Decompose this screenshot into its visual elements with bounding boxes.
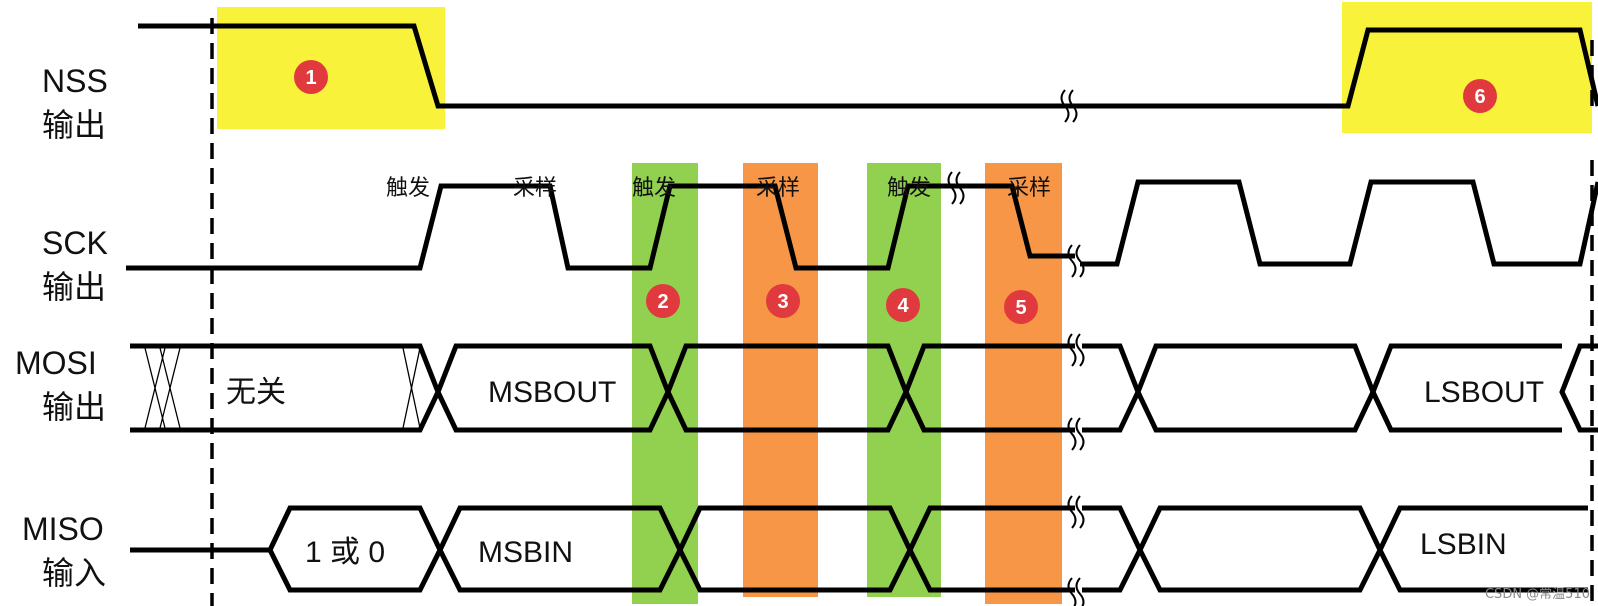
step-marker-number: 6 — [1474, 86, 1485, 108]
sck-waveform — [126, 183, 1075, 271]
step-marker-number: 1 — [305, 67, 316, 89]
step-marker: 5 — [1004, 290, 1038, 324]
dont-care-label: 无关 — [226, 376, 286, 409]
phase-trigger-label: 触发 — [887, 176, 931, 201]
nss-end-highlight — [1342, 2, 1592, 133]
step-marker: 4 — [886, 288, 920, 322]
nss-name-label: NSS — [42, 63, 108, 99]
msb-in-label: MSBIN — [478, 536, 573, 569]
sck-dir-label: 输出 — [42, 269, 106, 305]
miso-name-label: MISO — [22, 511, 104, 547]
step-markers: 1 2 3 4 5 6 — [294, 60, 1497, 324]
step-marker-number: 3 — [777, 291, 788, 313]
step-marker: 2 — [646, 284, 680, 318]
step-marker: 3 — [766, 284, 800, 318]
trigger-band-2 — [867, 163, 941, 597]
mosi-bus — [130, 343, 1598, 433]
break-marks — [947, 89, 1085, 606]
miso-dir-label: 输入 — [42, 555, 106, 591]
phase-trigger-label: 触发 — [386, 176, 430, 201]
step-marker-number: 2 — [657, 291, 668, 313]
watermark: CSDN @常温510 — [1485, 587, 1590, 602]
phase-sample-label: 采样 — [513, 176, 557, 201]
sample-band-1 — [743, 163, 818, 597]
sck-name-label: SCK — [42, 225, 108, 261]
lsb-in-label: LSBIN — [1420, 528, 1507, 561]
msb-out-label: MSBOUT — [488, 376, 616, 409]
nss-dir-label: 输出 — [42, 107, 106, 143]
one-or-zero-label: 1 或 0 — [305, 536, 385, 569]
sck-waveform-continued — [1080, 179, 1598, 267]
phase-sample-label: 采样 — [1007, 176, 1051, 201]
phase-trigger-label: 触发 — [632, 176, 676, 201]
phase-sample-label: 采样 — [756, 176, 800, 201]
lsb-out-label: LSBOUT — [1424, 376, 1544, 409]
highlight-regions — [217, 2, 1592, 604]
mosi-name-label: MOSI — [15, 345, 97, 381]
step-marker: 1 — [294, 60, 328, 94]
step-marker-number: 5 — [1015, 297, 1026, 319]
step-marker: 6 — [1463, 79, 1497, 113]
mosi-dir-label: 输出 — [42, 389, 106, 425]
step-marker-number: 4 — [897, 295, 909, 317]
miso-bus — [130, 505, 1588, 593]
nss-waveform — [138, 23, 1598, 109]
